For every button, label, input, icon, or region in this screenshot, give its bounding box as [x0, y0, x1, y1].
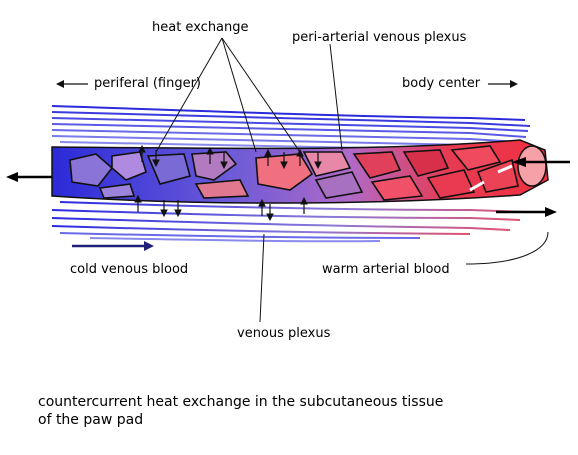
down-arrow: [266, 204, 274, 222]
down-arrow: [160, 200, 168, 218]
up-arrow: [296, 148, 304, 166]
peripheral-label: periferal (finger): [94, 76, 202, 91]
warm-arterial-arrow: [496, 207, 557, 217]
outflow-left-arrow: [6, 172, 52, 182]
upper-venous-lines: [51, 105, 531, 151]
inflow-right-arrow: [512, 157, 570, 167]
flow-arrows: [6, 80, 570, 251]
caption-line-1: countercurrent heat exchange in the subc…: [38, 394, 444, 410]
heat-exchange-arrows: [134, 144, 322, 222]
down-arrow: [220, 152, 228, 170]
peri-arterial-venous-plexus-label: peri-arterial venous plexus: [292, 30, 467, 45]
heat-exchange-label: heat exchange: [152, 20, 249, 35]
up-arrow: [258, 198, 266, 216]
body-center-label: body center: [402, 76, 481, 91]
caption-line-2: of the paw pad: [38, 411, 144, 428]
cold-venous-arrow: [72, 241, 154, 251]
up-arrow: [206, 146, 214, 164]
caption: countercurrent heat exchange in the subc…: [38, 394, 443, 429]
lower-venous-lines: [51, 201, 526, 243]
venous-plexus-label: venous plexus: [237, 326, 331, 341]
up-arrow: [134, 194, 142, 212]
warm-arterial-blood-label: warm arterial blood: [322, 262, 450, 277]
peripheral-direction-arrow: [56, 80, 88, 88]
down-arrow: [280, 152, 288, 170]
up-arrow: [300, 196, 308, 214]
body-center-direction-arrow: [488, 80, 518, 88]
down-arrow: [314, 152, 322, 170]
up-arrow: [264, 148, 272, 166]
cold-venous-blood-label: cold venous blood: [70, 262, 189, 277]
down-arrow: [174, 200, 182, 218]
up-arrow: [138, 144, 146, 162]
artery-vessel: [51, 139, 549, 204]
leader-lines: [155, 37, 549, 323]
